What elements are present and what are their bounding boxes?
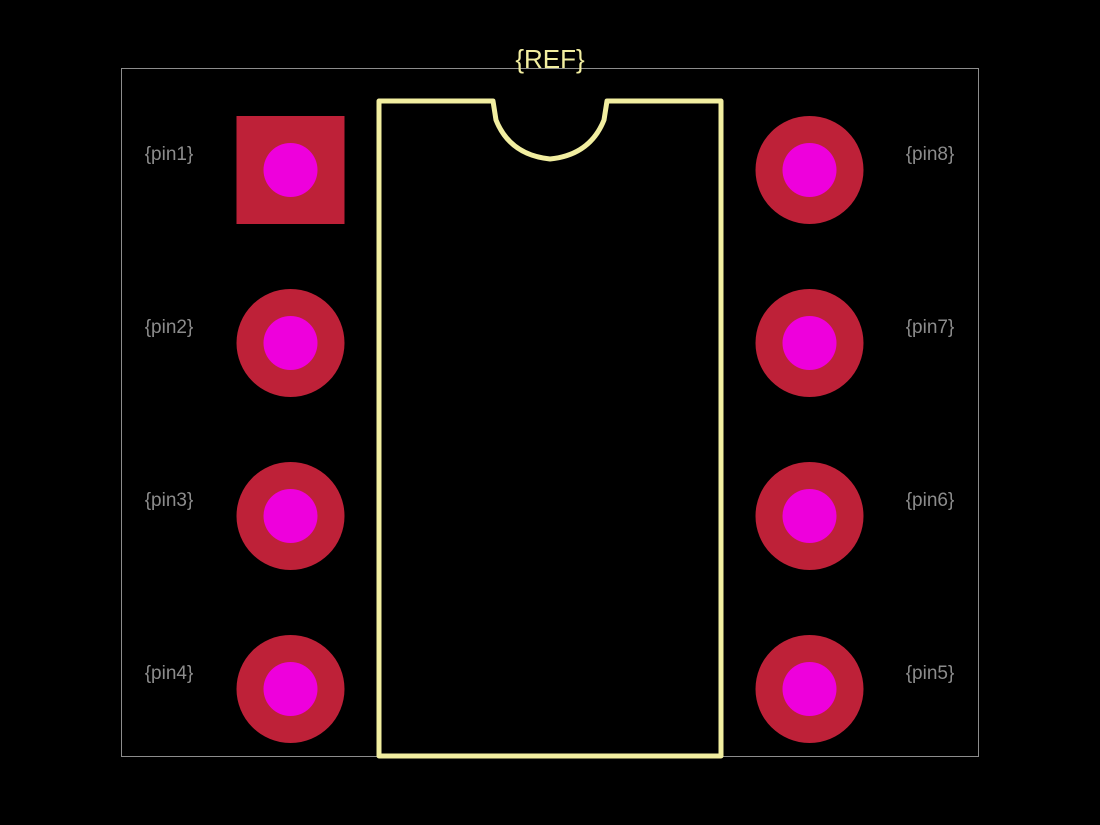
- pin-label-5: {pin5}: [906, 663, 955, 684]
- pin-label-7: {pin7}: [906, 317, 955, 338]
- pin-label-group: {pin1} {pin2} {pin3} {pin4} {pin5} {pin6} {pin…: [145, 144, 955, 684]
- pin-label-2: {pin2}: [145, 317, 194, 338]
- pin-label-6: {pin6}: [906, 490, 955, 511]
- drill-hole-2: [263, 316, 318, 370]
- drill-hole-5: [782, 662, 837, 716]
- pad-group: [236, 116, 864, 743]
- drill-hole-8: [782, 143, 837, 197]
- ic-body-outline: [376, 98, 724, 759]
- drill-hole-6: [782, 489, 837, 543]
- drill-hole-7: [782, 316, 837, 370]
- pin-label-1: {pin1}: [145, 144, 194, 165]
- reference-designator: {REF}: [515, 44, 585, 74]
- drill-hole-1: [263, 143, 318, 197]
- pin-label-3: {pin3}: [145, 490, 194, 511]
- pin-label-4: {pin4}: [145, 663, 194, 684]
- drill-hole-3: [263, 489, 318, 543]
- drill-hole-4: [263, 662, 318, 716]
- pin-label-8: {pin8}: [906, 144, 955, 165]
